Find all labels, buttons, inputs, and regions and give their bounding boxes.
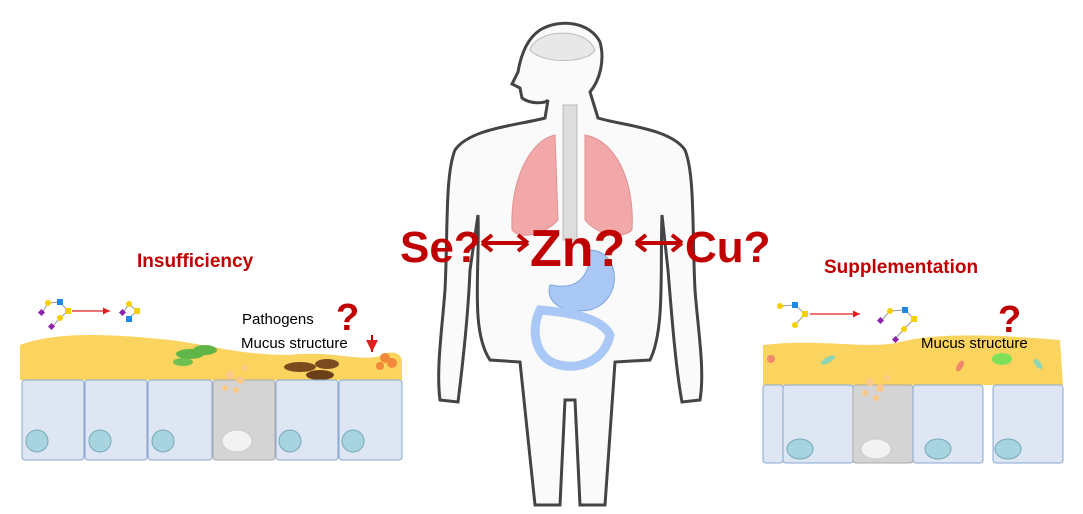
double-arrow-left — [480, 233, 530, 253]
double-arrow-right — [634, 233, 684, 253]
body-silhouette — [437, 21, 704, 507]
mucus-layer-right — [763, 335, 1063, 385]
nuclei-right — [786, 438, 1022, 460]
selenium-label: Se? — [400, 223, 481, 272]
goblet-granules-left — [222, 365, 248, 393]
glycan-short — [118, 301, 140, 322]
human-body — [437, 21, 704, 507]
goblet-granules-right — [862, 375, 890, 401]
stomach — [548, 249, 615, 312]
right-lung — [584, 134, 633, 236]
brain — [529, 32, 596, 62]
intestines — [530, 305, 615, 371]
mucus-structure-label-right: Mucus structure — [921, 335, 1028, 352]
commensal-bacteria — [767, 353, 1043, 372]
copper-label: Cu? — [685, 223, 771, 272]
mucus-structure-label-left: Mucus structure — [241, 335, 348, 352]
insufficiency-panel: Insufficiency Pathogens Mucus structure … — [20, 251, 403, 461]
spine — [562, 104, 578, 241]
supplementation-title: Supplementation — [824, 257, 978, 278]
glycan-long-right — [876, 307, 917, 344]
zinc-label: Zn? — [530, 220, 625, 278]
supplementation-panel: Supplementation ? Mucus structure — [762, 257, 1064, 464]
pathogens — [173, 345, 397, 380]
question-mark-left: ? — [336, 297, 359, 339]
pathogens-label: Pathogens — [242, 311, 314, 328]
glycan-short-right — [777, 302, 808, 328]
nuclei-left — [25, 429, 365, 453]
left-lung — [511, 134, 559, 236]
insufficiency-title: Insufficiency — [137, 251, 254, 272]
question-mark-right: ? — [998, 299, 1021, 341]
glycan-long — [37, 299, 71, 331]
